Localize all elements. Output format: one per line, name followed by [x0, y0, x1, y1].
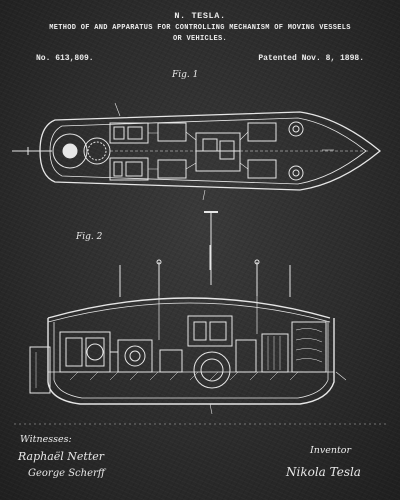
patent-title-line-1: METHOD OF AND APPARATUS FOR CONTROLLING … — [49, 24, 351, 32]
fig2-boat-section-view — [29, 211, 347, 415]
inventor-signature: Nikola Tesla — [286, 465, 361, 479]
patent-number: No. 613,809. — [36, 54, 94, 63]
fig1-label: Fig. 1 — [172, 70, 199, 80]
fig2-label: Fig. 2 — [76, 232, 103, 242]
witness-signature-2: George Scherff — [28, 468, 105, 479]
witnesses-label: Witnesses: — [20, 434, 72, 445]
inventor-label: Inventor — [310, 445, 352, 456]
inventor-name: N. TESLA. — [174, 11, 226, 21]
fig1-boat-plan-view — [12, 102, 382, 201]
patent-date: Patented Nov. 8, 1898. — [258, 54, 364, 63]
patent-title-line-2: OR VEHICLES. — [172, 35, 227, 43]
witness-signature-1: Raphaël Netter — [18, 450, 105, 463]
